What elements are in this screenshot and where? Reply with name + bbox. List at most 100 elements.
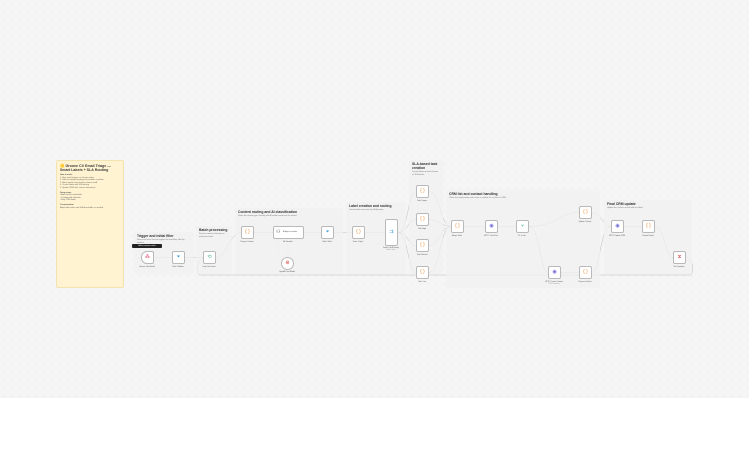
node-label: IF: In List — [518, 235, 526, 237]
node-label: OpenAI Chat Model — [279, 271, 295, 273]
main-note-title: 🟡 Groove CX Email Triage — Smart Labels … — [60, 164, 111, 172]
tooltip: Add or remove nodes — [132, 244, 162, 248]
node-groove-trigger[interactable]: ⁂ — [141, 251, 154, 264]
node-update-contact[interactable]: { } — [579, 206, 592, 219]
code-icon: { } — [420, 269, 425, 275]
node-task-urgent[interactable]: { } — [416, 185, 429, 198]
node-loop-items[interactable]: ⟲ — [203, 251, 216, 264]
code-icon: { } — [583, 209, 588, 215]
code-icon: { } — [420, 188, 425, 194]
node-label: HTTP: Create Contact — [545, 281, 563, 283]
workflow-canvas[interactable]: 🟡 Groove CX Email Triage — Smart Labels … — [0, 0, 749, 398]
note-line: • Configure AI classifier — [60, 196, 81, 199]
node-http-create-contact[interactable]: ◉ — [548, 266, 561, 279]
note-line: 3. Batch emails and classify content via… — [60, 181, 98, 184]
page-footer-area — [0, 398, 749, 450]
node-label: Merge Tasks — [451, 235, 463, 237]
node-label: Format Result — [642, 235, 654, 237]
section-title: SLA-based task creation — [412, 162, 438, 170]
note-line: Adjust label rules and SLA thresholds as… — [60, 206, 104, 209]
node-sublabel: Mode: Rules — [386, 250, 396, 251]
section-desc: New email from Groove triggers the workf… — [137, 239, 185, 244]
node-label: No Operation — [673, 266, 685, 268]
node-label: Parse Output — [352, 241, 364, 243]
section-desc: Create labels and route by SLA priority. — [349, 209, 384, 211]
section-crm-contact[interactable]: CRM list and contact handling Check list… — [446, 190, 600, 288]
node-label: Task: Normal — [416, 254, 428, 256]
note-line: 4. Create labels with SLA routing — [60, 184, 90, 187]
main-note-section: Customization — [60, 203, 74, 206]
node-http-update-crm[interactable]: ◉ — [611, 220, 624, 233]
code-icon: { } — [646, 223, 651, 229]
node-filter-mailbox[interactable]: ⏷ — [172, 251, 185, 264]
http-icon: ◉ — [552, 269, 557, 275]
node-openai-model[interactable]: ⊛ — [281, 257, 294, 270]
note-line: 5. Update CRM with contact information — [60, 186, 96, 189]
node-format-result[interactable]: { } — [642, 220, 655, 233]
node-switch-sla[interactable]: ⇉ — [385, 219, 398, 246]
main-note-section: How it works — [60, 174, 73, 176]
section-desc: Route by content type, classify with AI … — [238, 215, 298, 217]
node-label: Loop Over Items — [202, 266, 216, 268]
section-title: CRM list and contact handling — [449, 192, 498, 196]
filter-icon: ⏷ — [325, 229, 330, 235]
note-line: 2. Filter incoming messages by mailbox c… — [60, 179, 104, 182]
code-icon: { } — [420, 216, 425, 222]
section-title: Label creation and routing — [349, 204, 392, 208]
section-title: Batch processing — [199, 228, 228, 232]
code-icon: { } — [356, 229, 361, 235]
node-no-operation[interactable]: ⧖ — [673, 251, 686, 264]
http-icon: ◉ — [489, 223, 494, 229]
node-parse-output[interactable]: { } — [352, 226, 365, 239]
section-title: Content routing and AI classification — [238, 210, 298, 214]
loop-icon: ⟲ — [207, 254, 212, 260]
main-note-section: Setup steps — [60, 191, 72, 194]
node-if-in-list[interactable]: ⑂ — [516, 220, 529, 233]
node-prepare-contact[interactable]: { } — [579, 266, 592, 279]
main-sticky-note[interactable]: 🟡 Groove CX Email Triage — Smart Labels … — [56, 160, 124, 288]
node-label: Filter: Valid — [322, 241, 332, 243]
node-label: Switch: SLA Priority — [383, 247, 399, 249]
switch-icon: ⇉ — [389, 229, 394, 235]
node-label: Prepare Contact — [578, 281, 592, 283]
code-icon: { } — [245, 229, 250, 235]
groove-icon: ⁂ — [145, 254, 150, 260]
code-icon: { } — [583, 269, 588, 275]
node-label: Task: Low — [418, 281, 426, 283]
node-ai-classifier[interactable]: ⚇AI Agent classifier — [273, 226, 304, 239]
section-batch[interactable]: Batch processing Process emails in batch… — [196, 226, 232, 274]
node-label: HTTP: Update CRM — [608, 235, 626, 237]
node-task-high[interactable]: { } — [416, 213, 429, 226]
node-label: Task: High — [417, 228, 427, 230]
note-line: • Map CRM fields — [60, 199, 76, 202]
node-wide-label: AI Agent classifier — [283, 230, 298, 233]
node-label: AI Classifier — [283, 241, 293, 243]
note-line: 1. New email triggers on Groove inbox — [60, 176, 95, 179]
node-filter-valid[interactable]: ⏷ — [321, 226, 334, 239]
node-task-low[interactable]: { } — [416, 266, 429, 279]
node-label: Task: Urgent — [416, 200, 428, 202]
filter-icon: ⏷ — [176, 254, 181, 260]
node-label: Prepare Content — [240, 241, 254, 243]
section-desc: Check list membership and create or upda… — [449, 197, 507, 199]
section-title: Trigger and initial filter — [137, 234, 174, 238]
code-icon: { } — [420, 242, 425, 248]
section-desc: Update the contact record with final dat… — [607, 207, 644, 209]
section-title: Final CRM update — [607, 202, 636, 206]
node-label: Filter: Mailbox — [172, 266, 184, 268]
node-task-normal[interactable]: { } — [416, 239, 429, 252]
node-label: HTTP: Check List — [483, 235, 499, 237]
node-prepare-content[interactable]: { } — [241, 226, 254, 239]
node-merge-tasks[interactable]: { } — [451, 220, 464, 233]
agent-icon: ⚇ — [276, 229, 281, 235]
section-desc: Create follow-up tasks based on SLA leve… — [412, 171, 438, 176]
if-icon: ⑂ — [520, 223, 524, 229]
node-http-check-list[interactable]: ◉ — [485, 220, 498, 233]
openai-icon: ⊛ — [285, 260, 290, 266]
noop-icon: ⧖ — [677, 254, 682, 260]
code-icon: { } — [455, 223, 460, 229]
node-label: Update Contact — [578, 221, 592, 223]
node-sublabel: POST /contacts — [548, 284, 560, 285]
note-line: • Add Groove credentials — [60, 194, 83, 197]
http-icon: ◉ — [615, 223, 620, 229]
